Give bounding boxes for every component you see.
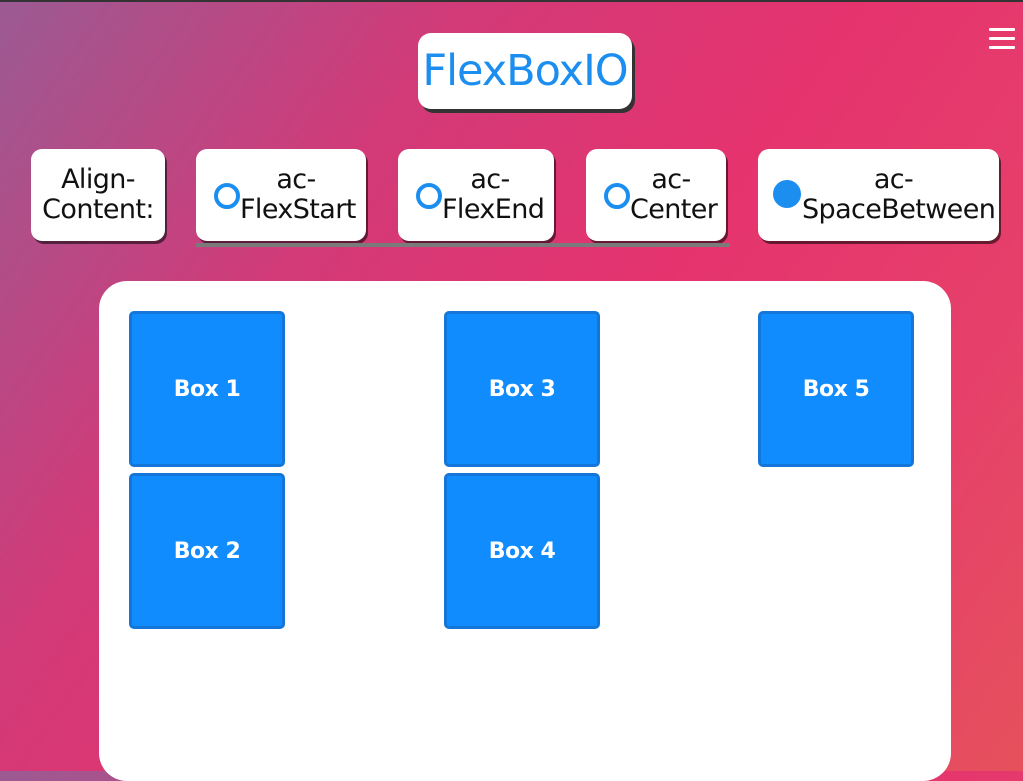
menu-line <box>989 28 1015 31</box>
option-ac-center[interactable]: ac- Center <box>586 149 726 241</box>
property-label-card: Align- Content: <box>31 149 165 241</box>
option-ac-flexend[interactable]: ac- FlexEnd <box>398 149 554 241</box>
flex-container-preview: Box 1 Box 2 Box 3 Box 4 Box 5 <box>99 281 951 781</box>
property-label: Align- Content: <box>42 164 154 225</box>
radio-unselected-icon[interactable] <box>604 183 630 209</box>
app-title-text: FlexBoxIO <box>422 46 628 96</box>
radio-selected-icon[interactable] <box>773 180 801 208</box>
menu-line <box>989 46 1015 49</box>
hamburger-menu-icon[interactable] <box>986 26 1018 54</box>
option-ac-flexstart[interactable]: ac- FlexStart <box>196 149 366 241</box>
flex-box-3: Box 3 <box>444 311 600 467</box>
flex-box-4: Box 4 <box>444 473 600 629</box>
option-label: ac- FlexStart <box>240 164 356 225</box>
radio-unselected-icon[interactable] <box>214 183 240 209</box>
flex-box-1: Box 1 <box>129 311 285 467</box>
flex-box-2: Box 2 <box>129 473 285 629</box>
scroll-indicator <box>196 243 730 247</box>
option-label: ac- SpaceBetween <box>802 164 996 225</box>
option-label: ac- Center <box>630 164 718 225</box>
menu-line <box>989 37 1015 40</box>
app-title: FlexBoxIO <box>418 33 632 109</box>
flex-box-5: Box 5 <box>758 311 914 467</box>
top-border <box>0 0 1023 2</box>
option-ac-spacebetween[interactable]: ac- SpaceBetween <box>758 149 999 241</box>
option-label: ac- FlexEnd <box>442 164 545 225</box>
radio-unselected-icon[interactable] <box>416 183 442 209</box>
